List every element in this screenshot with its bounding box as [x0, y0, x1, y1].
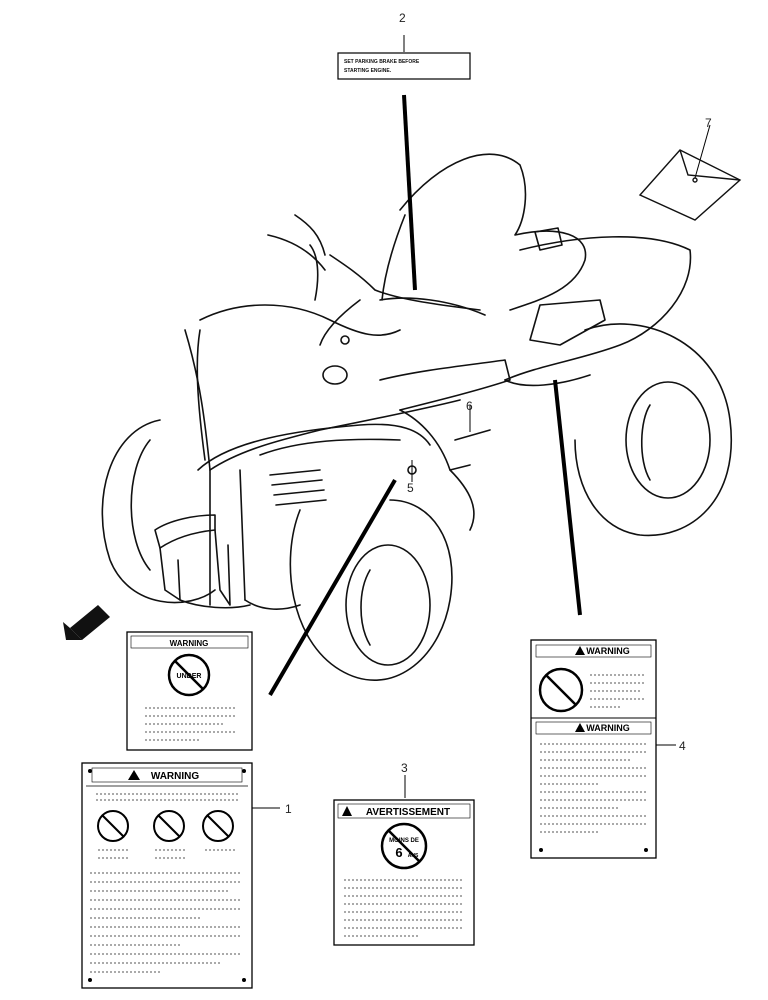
callout-number-1: 1 — [285, 802, 292, 816]
callout-number-2: 2 — [399, 11, 406, 25]
no-drugs-alcohol-icon — [202, 810, 234, 842]
callout-number-3: 3 — [401, 761, 408, 775]
label-1-top-warning-title: WARNING — [170, 639, 209, 648]
parking-brake-label-line-2: STARTING ENGINE. — [344, 68, 392, 74]
label-4-top-filler-text — [590, 674, 646, 708]
label-3-sign-top: MOINS DE — [389, 838, 419, 844]
no-riding-icon — [538, 667, 584, 713]
callout-number-4: 4 — [679, 739, 686, 753]
front-direction-arrow-icon — [63, 605, 110, 640]
label-1-pictograms — [97, 810, 234, 842]
label-3-sign-unit: ANS — [408, 853, 419, 859]
leader-lines — [251, 35, 711, 809]
no-paved-road-icon — [153, 810, 185, 842]
label-1-main-filler-text — [90, 793, 242, 973]
parking-brake-label: SET PARKING BRAKE BEFORE STARTING ENGINE… — [337, 52, 471, 80]
under-6-years-sign-icon — [380, 822, 428, 870]
part-7-sheet — [638, 149, 742, 221]
label-4-warning: WARNING WARNING — [530, 639, 657, 859]
label-3-filler-text — [344, 879, 464, 937]
label-1-top-filler-text — [145, 707, 235, 741]
callout-number-6: 6 — [466, 399, 473, 413]
label-4-bottom-title: WARNING — [586, 723, 630, 733]
label-3-avertissement: AVERTISSEMENT MOINS DE 6 ANS — [333, 799, 475, 946]
atv-drawing — [101, 153, 733, 681]
label-1-main-warning-title: WARNING — [151, 771, 200, 782]
no-child-sign-text: UNDER — [177, 673, 202, 680]
label-1-main-warning: WARNING — [81, 762, 253, 989]
callout-number-5: 5 — [407, 481, 414, 495]
label-4-bottom-filler-text — [540, 743, 648, 833]
label-1-top-warning: WARNING UNDER — [126, 631, 253, 751]
parking-brake-label-line-1: SET PARKING BRAKE BEFORE — [344, 59, 420, 65]
no-passenger-icon — [97, 810, 129, 842]
label-3-sign-number: 6 — [395, 845, 402, 860]
label-4-top-title: WARNING — [586, 646, 630, 656]
no-child-sign-icon — [167, 653, 211, 697]
callout-number-7: 7 — [705, 116, 712, 130]
label-3-title: AVERTISSEMENT — [366, 807, 450, 818]
